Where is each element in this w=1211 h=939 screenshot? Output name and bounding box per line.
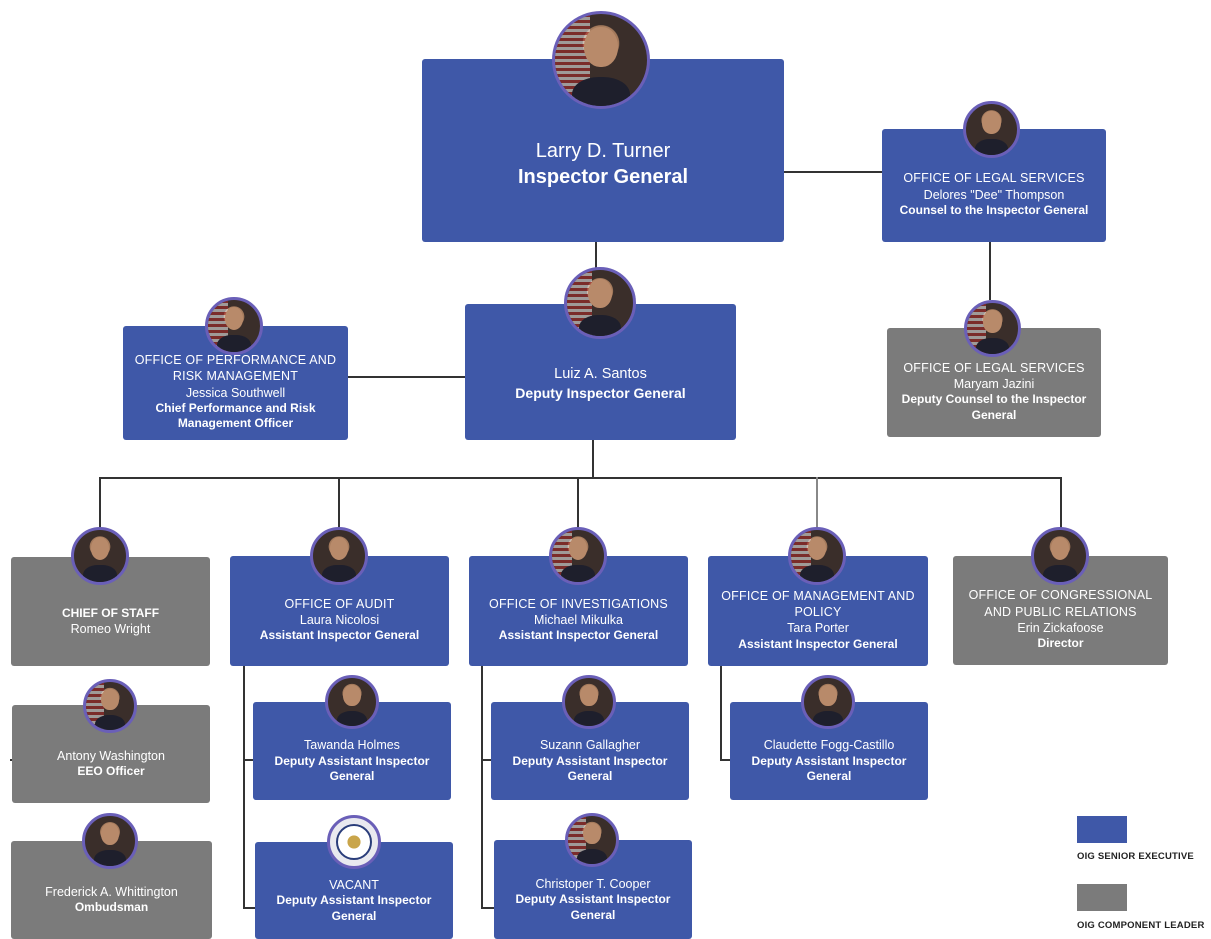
chief-of-staff-photo xyxy=(71,527,129,585)
connector-performance-deputy xyxy=(348,376,465,378)
management-deputy-name: Claudette Fogg-Castillo xyxy=(763,738,895,753)
performance-risk-photo xyxy=(205,297,263,355)
audit-deputy-1-title: Deputy Assistant Inspector General xyxy=(274,753,430,784)
investigations-deputy-1-photo xyxy=(562,675,616,729)
connector-ig-deputy xyxy=(595,242,597,272)
connector-investigations-deputy-2 xyxy=(481,907,494,909)
audit-deputy-2-title: Deputy Assistant Inspector General xyxy=(276,893,432,923)
legend-senior-executive-swatch xyxy=(1077,816,1127,843)
legend-component-leader-label: OIG COMPONENT LEADER xyxy=(1077,920,1205,931)
connector-management-deputy xyxy=(720,666,722,760)
management-policy-office: OFFICE OF MANAGEMENT AND POLICY xyxy=(721,588,915,620)
inspector-general-title: Inspector General xyxy=(517,165,689,188)
audit-box: OFFICE OF AUDIT Laura Nicolosi Assistant… xyxy=(230,556,449,666)
audit-deputy-1-box: Tawanda Holmes Deputy Assistant Inspecto… xyxy=(253,702,451,800)
management-deputy-title: Deputy Assistant Inspector General xyxy=(751,753,907,784)
congressional-name: Erin Zickafoose xyxy=(1017,620,1104,635)
connector-audit-deputy-2 xyxy=(243,907,255,909)
inspector-general-photo xyxy=(552,11,650,109)
connector-audit-deputy-1 xyxy=(243,759,253,761)
connector-bus xyxy=(99,477,1061,479)
legal-services-deputy-box: OFFICE OF LEGAL SERVICES Maryam Jazini D… xyxy=(887,328,1101,437)
investigations-deputy-2-title: Deputy Assistant Inspector General xyxy=(515,892,671,922)
connector-bus-audit xyxy=(338,477,340,529)
investigations-name: Michael Mikulka xyxy=(534,613,623,628)
legal-services-title: Counsel to the Inspector General xyxy=(899,202,1089,217)
legal-services-deputy-office: OFFICE OF LEGAL SERVICES xyxy=(903,360,1085,375)
legend-component-leader-swatch xyxy=(1077,884,1127,911)
legal-services-deputy-name: Maryam Jazini xyxy=(953,376,1035,391)
inspector-general-name: Larry D. Turner xyxy=(535,139,671,162)
audit-deputy-2-seal xyxy=(327,815,381,869)
performance-risk-name: Jessica Southwell xyxy=(185,385,286,400)
deputy-ig-title: Deputy Inspector General xyxy=(515,385,686,402)
legend-senior-executive-label: OIG SENIOR EXECUTIVE xyxy=(1077,851,1194,862)
eeo-photo xyxy=(83,679,137,733)
connector-bus-investigations xyxy=(577,477,579,529)
audit-name: Laura Nicolosi xyxy=(299,613,380,628)
eeo-title: EEO Officer xyxy=(77,764,145,779)
investigations-deputy-2-photo xyxy=(565,813,619,867)
congressional-office: OFFICE OF CONGRESSIONAL AND PUBLIC RELAT… xyxy=(968,588,1153,619)
investigations-photo xyxy=(549,527,607,585)
legal-services-deputy-title: Deputy Counsel to the Inspector General xyxy=(901,392,1087,422)
connector-bus-congressional xyxy=(1060,477,1062,529)
audit-deputy-1-photo xyxy=(325,675,379,729)
investigations-office: OFFICE OF INVESTIGATIONS xyxy=(489,596,668,611)
management-policy-name: Tara Porter xyxy=(787,621,849,636)
deputy-ig-name: Luiz A. Santos xyxy=(554,366,647,383)
management-policy-title: Assistant Inspector General xyxy=(738,636,898,651)
audit-title: Assistant Inspector General xyxy=(259,628,420,643)
legal-services-name: Delores "Dee" Thompson xyxy=(923,187,1065,202)
investigations-title: Assistant Inspector General xyxy=(498,628,659,643)
connector-deputy-bus xyxy=(592,440,594,478)
congressional-photo xyxy=(1031,527,1089,585)
investigations-deputy-1-title: Deputy Assistant Inspector General xyxy=(512,753,668,784)
management-deputy-box: Claudette Fogg-Castillo Deputy Assistant… xyxy=(730,702,928,800)
legal-services-deputy-photo xyxy=(964,300,1021,357)
audit-deputy-2-box: VACANT Deputy Assistant Inspector Genera… xyxy=(255,842,453,939)
ombudsman-title: Ombudsman xyxy=(74,900,149,915)
ombudsman-name: Frederick A. Whittington xyxy=(45,885,178,900)
performance-risk-office: OFFICE OF PERFORMANCE AND RISK MANAGEMEN… xyxy=(134,353,337,384)
deputy-ig-photo xyxy=(564,267,636,339)
chief-of-staff-office: CHIEF OF STAFF xyxy=(61,605,160,620)
legal-services-office: OFFICE OF LEGAL SERVICES xyxy=(903,171,1085,186)
connector-legal-deputy xyxy=(989,242,991,300)
congressional-title: Director xyxy=(1037,636,1084,651)
congressional-box: OFFICE OF CONGRESSIONAL AND PUBLIC RELAT… xyxy=(953,556,1168,665)
investigations-deputy-2-name: Christoper T. Cooper xyxy=(535,876,651,891)
seal-icon xyxy=(335,823,373,861)
chief-of-staff-name: Romeo Wright xyxy=(70,622,151,637)
connector-investigations-deputies xyxy=(481,666,483,908)
connector-ig-legal xyxy=(784,171,882,173)
connector-bus-cos xyxy=(99,477,101,529)
audit-office: OFFICE OF AUDIT xyxy=(284,596,395,611)
connector-audit-deputies xyxy=(243,666,245,908)
management-deputy-photo xyxy=(801,675,855,729)
audit-deputy-1-name: Tawanda Holmes xyxy=(304,738,400,753)
investigations-deputy-1-name: Suzann Gallagher xyxy=(539,738,641,753)
connector-bus-management xyxy=(816,477,818,529)
connector-investigations-deputy-1 xyxy=(481,759,491,761)
management-policy-photo xyxy=(788,527,846,585)
legal-services-photo xyxy=(963,101,1020,158)
connector-management-deputy-h xyxy=(720,759,730,761)
performance-risk-title: Chief Performance and Risk Management Of… xyxy=(155,400,316,431)
eeo-name: Antony Washington xyxy=(57,749,165,764)
audit-deputy-2-name: VACANT xyxy=(329,877,379,892)
audit-photo xyxy=(310,527,368,585)
ombudsman-photo xyxy=(82,813,138,869)
